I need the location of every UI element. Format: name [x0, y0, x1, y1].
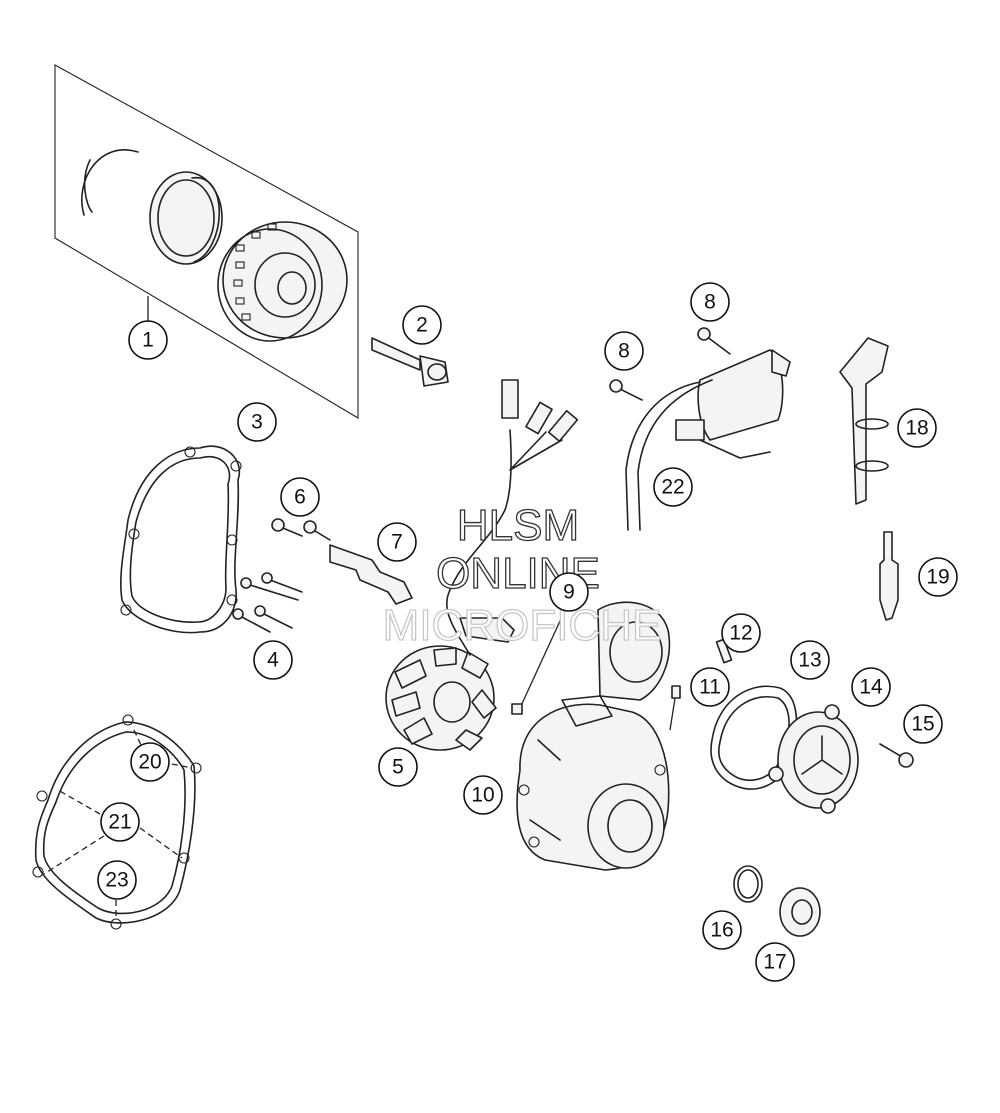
pump-cover-part: [768, 704, 859, 814]
svg-text:3: 3: [251, 411, 263, 434]
bracket-bolts-part: [271, 518, 331, 541]
callout-22: 22: [653, 467, 693, 507]
callout-10: 10: [463, 775, 503, 815]
callout-16: 16: [702, 910, 742, 950]
spark-plug-cap-part: [839, 337, 889, 505]
screw-plug-part: [779, 887, 821, 937]
svg-text:10: 10: [471, 784, 494, 807]
watermark: HLSM ONLINE MICROFICHE: [382, 500, 662, 650]
sensor-screw-part: [511, 703, 523, 715]
svg-text:9: 9: [563, 581, 575, 604]
callout-18: 18: [897, 408, 937, 448]
sleeve-part: [149, 171, 223, 265]
svg-text:16: 16: [710, 919, 733, 942]
svg-text:6: 6: [294, 486, 306, 509]
rotor-kit-panel: [54, 64, 359, 419]
callout-14: 14: [851, 667, 891, 707]
watermark-line-3: MICROFICHE: [383, 601, 662, 650]
svg-text:21: 21: [108, 811, 131, 834]
svg-text:5: 5: [392, 756, 404, 779]
callout-6: 6: [280, 477, 320, 517]
svg-text:7: 7: [391, 531, 403, 554]
callout-8b: 8: [604, 331, 644, 371]
pump-bolt-part: [879, 743, 914, 768]
svg-text:19: 19: [926, 566, 949, 589]
svg-text:11: 11: [699, 676, 721, 699]
callout-23: 23: [97, 860, 137, 900]
cable-bracket-part: [329, 544, 413, 605]
svg-text:13: 13: [798, 649, 821, 672]
callout-13: 13: [790, 640, 830, 680]
svg-text:14: 14: [859, 676, 883, 699]
svg-text:12: 12: [729, 622, 752, 645]
svg-text:8: 8: [704, 291, 716, 314]
svg-text:15: 15: [911, 713, 934, 736]
spark-plug-part: [879, 531, 899, 621]
stator-part: [385, 379, 579, 751]
callout-4: 4: [253, 640, 293, 680]
callout-17: 17: [755, 942, 795, 982]
callout-11: 11: [690, 667, 730, 707]
cover-screws-part: [232, 572, 303, 633]
watermark-line-1: HLSM: [457, 501, 579, 550]
long-bolt-part: [371, 337, 449, 387]
svg-text:8: 8: [618, 340, 630, 363]
callout-7: 7: [377, 522, 417, 562]
callout-19: 19: [918, 557, 958, 597]
svg-text:4: 4: [267, 649, 279, 672]
svg-text:23: 23: [105, 869, 128, 892]
svg-text:17: 17: [763, 951, 786, 974]
callout-3: 3: [237, 402, 277, 442]
cover-gasket-part: [120, 445, 242, 634]
svg-text:22: 22: [661, 476, 684, 499]
callout-20: 20: [130, 742, 170, 782]
ignition-coil-part: [625, 349, 791, 531]
dowel-pins-part: [669, 638, 733, 731]
callout-15: 15: [903, 704, 943, 744]
callout-1: 1: [128, 320, 168, 360]
callout-9: 9: [549, 572, 589, 612]
callout-2: 2: [402, 305, 442, 345]
svg-text:2: 2: [416, 314, 428, 337]
callout-5: 5: [378, 747, 418, 787]
svg-text:20: 20: [138, 751, 161, 774]
coil-bolts-part: [609, 327, 731, 401]
callout-21: 21: [100, 802, 140, 842]
callout-8a: 8: [690, 282, 730, 322]
o-ring-part: [733, 865, 763, 903]
svg-text:1: 1: [142, 329, 154, 352]
svg-text:18: 18: [905, 417, 928, 440]
callout-12: 12: [721, 613, 761, 653]
rotor-flywheel-part: [217, 221, 348, 342]
generator-cover-part: [516, 601, 671, 871]
engine-gasket-part: [32, 714, 202, 930]
